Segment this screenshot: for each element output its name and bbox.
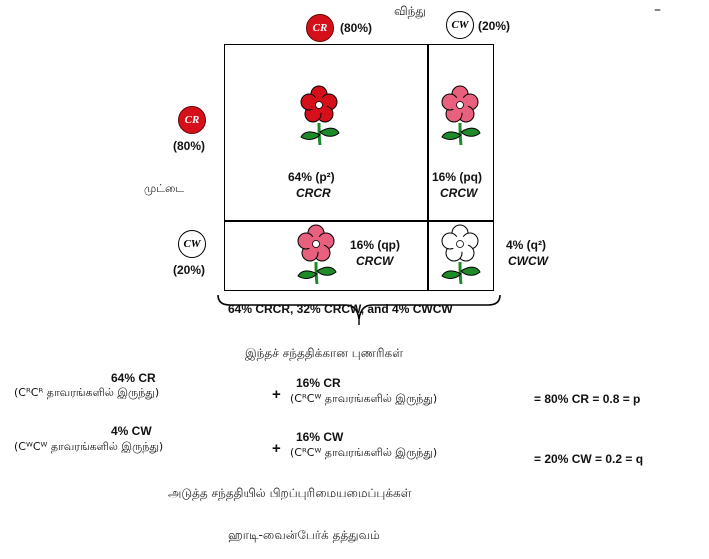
row2-plus: + bbox=[272, 440, 281, 457]
allele-symbol: CW bbox=[183, 238, 201, 250]
sperm-label: விந்து bbox=[394, 4, 426, 18]
row1-plus: + bbox=[272, 386, 281, 403]
cell-ww-genotype: CWCW bbox=[508, 254, 548, 268]
row1-term-a-source: (CᴿCᴿ தாவரங்களில் இருந்து) bbox=[14, 386, 160, 399]
footer-title: ஹாடி-வைன்பேர்க் தத்துவம் bbox=[228, 528, 380, 542]
punnett-square bbox=[224, 44, 494, 291]
cell-ww-freq: 4% (q²) bbox=[506, 238, 546, 252]
pink-flower-icon bbox=[296, 224, 338, 286]
row2-term-b-source: (CᴿCᵂ தாவரங்களில் இருந்து) bbox=[290, 446, 438, 459]
row1-term-b-source: (CᴿCᵂ தாவரங்களில் இருந்து) bbox=[290, 392, 438, 405]
allele-symbol: CR bbox=[312, 22, 328, 34]
row2-term-a: 4% CW bbox=[111, 424, 152, 438]
cell-rr-freq: 64% (p²) bbox=[288, 170, 335, 184]
row1-result: = 80% CR = 0.8 = p bbox=[534, 392, 641, 406]
punnett-divider-vertical bbox=[427, 44, 429, 291]
row1-term-a: 64% CR bbox=[111, 371, 156, 385]
row2-term-a-source: (CᵂCᵂ தாவரங்களில் இருந்து) bbox=[14, 440, 164, 453]
summary-brace bbox=[217, 294, 501, 325]
egg-red-allele: CR bbox=[178, 106, 206, 134]
sperm-red-freq: (80%) bbox=[340, 21, 373, 35]
next-generation-caption: அடுத்த சந்ததியில் பிறப்புரிமையமைப்புக்கள… bbox=[168, 486, 412, 500]
row1-term-b: 16% CR bbox=[296, 376, 341, 390]
cell-rw-top-freq: 16% (pq) bbox=[432, 170, 483, 184]
summary-genotype-frequencies: 64% CRCR, 32% CRCW, and 4% CWCW bbox=[228, 302, 453, 316]
cell-rw-bottom-genotype: CRCW bbox=[356, 254, 394, 268]
pink-flower-icon bbox=[440, 85, 482, 147]
row2-result: = 20% CW = 0.2 = q bbox=[534, 452, 644, 466]
egg-red-freq: (80%) bbox=[173, 139, 206, 153]
sperm-white-allele: CW bbox=[446, 11, 474, 39]
punnett-divider-horizontal bbox=[224, 220, 494, 222]
egg-label: முட்டை bbox=[144, 182, 185, 195]
cell-rw-bottom-freq: 16% (qp) bbox=[350, 238, 401, 252]
red-flower-icon bbox=[299, 85, 341, 147]
allele-symbol: CW bbox=[451, 19, 469, 31]
sperm-red-allele: CR bbox=[306, 14, 334, 42]
gamete-caption: இந்தச் சந்ததிக்கான புணரிகள் bbox=[245, 346, 404, 360]
row2-term-b: 16% CW bbox=[296, 430, 344, 444]
cell-rr-genotype: CRCR bbox=[296, 186, 331, 200]
top-dash: – bbox=[654, 2, 661, 18]
egg-white-allele: CW bbox=[178, 230, 206, 258]
cell-rw-top-genotype: CRCW bbox=[440, 186, 478, 200]
white-flower-icon bbox=[440, 224, 482, 286]
egg-white-freq: (20%) bbox=[173, 263, 206, 277]
sperm-white-freq: (20%) bbox=[478, 19, 511, 33]
allele-symbol: CR bbox=[184, 114, 200, 126]
